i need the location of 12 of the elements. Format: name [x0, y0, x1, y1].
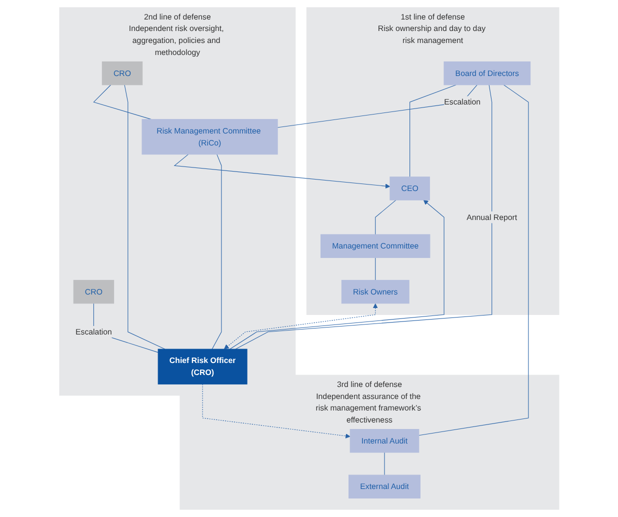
arrow	[224, 303, 378, 350]
arrow	[174, 154, 390, 189]
connector	[384, 452, 385, 476]
connector	[124, 84, 165, 350]
connector	[212, 154, 222, 350]
arrow	[202, 384, 350, 438]
connector	[418, 84, 528, 436]
connector	[409, 84, 456, 178]
connector	[374, 200, 396, 235]
arrow	[229, 200, 444, 350]
connector	[92, 84, 152, 120]
connector	[374, 257, 376, 281]
